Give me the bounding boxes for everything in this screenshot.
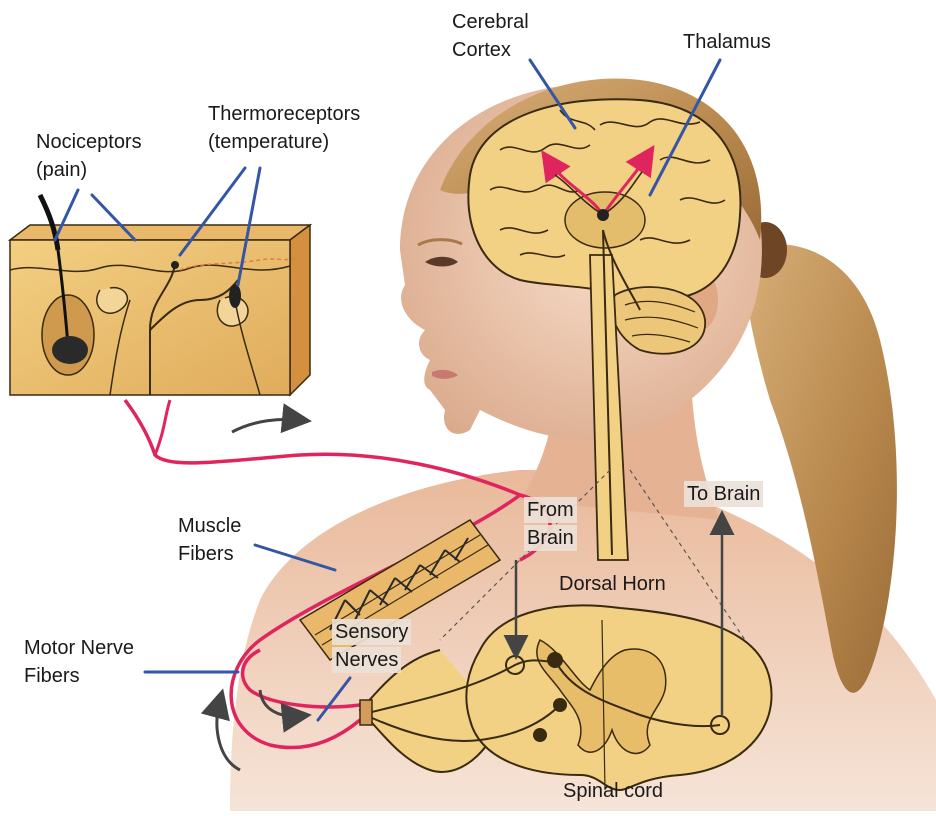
label-thermoreceptors: Thermoreceptors (temperature) xyxy=(208,100,360,156)
label-from-brain: From Brain xyxy=(524,496,577,552)
label-to-brain: To Brain xyxy=(684,480,763,508)
label-nociceptors: Nociceptors (pain) xyxy=(36,128,142,184)
thalamus-node xyxy=(597,209,609,221)
pathway-arrow-upper xyxy=(232,419,300,432)
label-sensory-nerves: Sensory Nerves xyxy=(332,618,411,674)
label-muscle-fibers: Muscle Fibers xyxy=(178,512,241,568)
skin-block xyxy=(10,195,310,395)
label-thalamus: Thalamus xyxy=(683,28,771,56)
label-spinal-cord: Spinal cord xyxy=(563,777,663,805)
label-motor-nerve-fibers: Motor Nerve Fibers xyxy=(24,634,134,690)
label-cerebral-cortex: Cerebral Cortex xyxy=(452,8,529,64)
label-dorsal-horn: Dorsal Horn xyxy=(559,570,666,598)
